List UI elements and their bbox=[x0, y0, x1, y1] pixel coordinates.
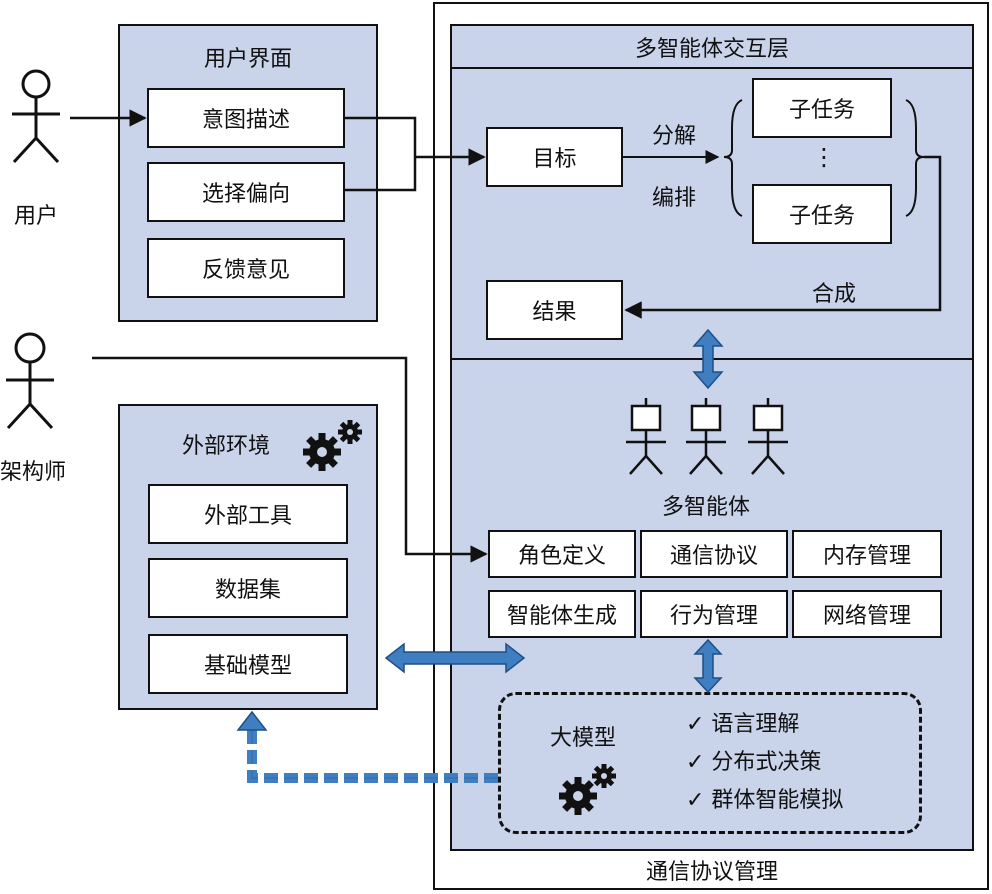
external-env-gears-icon bbox=[303, 420, 362, 471]
orchestrate-label: 编排 bbox=[652, 186, 697, 211]
llm-capability-swarm: ✓ 群体智能模拟 bbox=[686, 788, 844, 813]
subtask-bottom-box: 子任务 bbox=[752, 184, 892, 244]
module-behavior-mgmt: 行为管理 bbox=[640, 590, 788, 638]
dataset-box: 数据集 bbox=[148, 558, 348, 618]
module-role-definition: 角色定义 bbox=[488, 530, 636, 578]
agent-icon-3 bbox=[748, 398, 788, 475]
goal-box: 目标 bbox=[486, 127, 623, 187]
base-model-box: 基础模型 bbox=[148, 634, 348, 694]
user-actor-icon bbox=[12, 69, 60, 164]
env-system-link-arrow bbox=[384, 642, 526, 674]
llm-title: 大模型 bbox=[550, 726, 617, 751]
ui-preference-box: 选择偏向 bbox=[147, 162, 345, 222]
interaction-layer-header: 多智能体交互层 bbox=[450, 24, 974, 69]
llm-capability-language: ✓ 语言理解 bbox=[686, 712, 800, 737]
llm-to-env-dashed-arrow bbox=[236, 710, 498, 783]
decompose-label: 分解 bbox=[652, 124, 697, 149]
user-interface-title: 用户界面 bbox=[203, 47, 292, 72]
footer-label: 通信协议管理 bbox=[645, 860, 778, 885]
module-agent-generation: 智能体生成 bbox=[488, 590, 636, 638]
ui-feedback-box: 反馈意见 bbox=[147, 238, 345, 298]
user-actor-label: 用户 bbox=[14, 204, 59, 229]
architect-actor-icon bbox=[6, 332, 54, 430]
architect-to-role-arrow bbox=[92, 356, 488, 563]
llm-dashed-box bbox=[498, 692, 922, 834]
interaction-layer-title: 多智能体交互层 bbox=[634, 36, 789, 62]
ui-intent-box: 意图描述 bbox=[147, 88, 345, 148]
ui-merge-line-top bbox=[345, 116, 417, 192]
result-box: 结果 bbox=[486, 280, 623, 340]
module-network-mgmt: 网络管理 bbox=[792, 590, 942, 638]
agent-icon-2 bbox=[686, 398, 726, 475]
external-tools-box: 外部工具 bbox=[148, 484, 348, 544]
module-memory-mgmt: 内存管理 bbox=[792, 530, 942, 578]
synthesize-label: 合成 bbox=[812, 282, 857, 307]
agent-icon-1 bbox=[626, 398, 666, 475]
subtask-ellipsis: ⋮ bbox=[812, 143, 836, 171]
llm-gears-icon bbox=[559, 764, 616, 815]
external-env-title: 外部环境 bbox=[182, 434, 271, 459]
subtask-right-brace bbox=[905, 99, 925, 217]
interaction-link-arrow bbox=[692, 328, 724, 390]
subtask-top-box: 子任务 bbox=[752, 78, 892, 138]
subtask-left-brace bbox=[723, 99, 743, 217]
behavior-llm-link-arrow bbox=[693, 638, 723, 694]
llm-capability-decision: ✓ 分布式决策 bbox=[686, 750, 822, 775]
module-comm-protocol: 通信协议 bbox=[640, 530, 788, 578]
architect-actor-label: 架构师 bbox=[0, 460, 67, 485]
multi-agent-title: 多智能体 bbox=[661, 495, 750, 520]
synthesize-arrow bbox=[624, 155, 942, 319]
